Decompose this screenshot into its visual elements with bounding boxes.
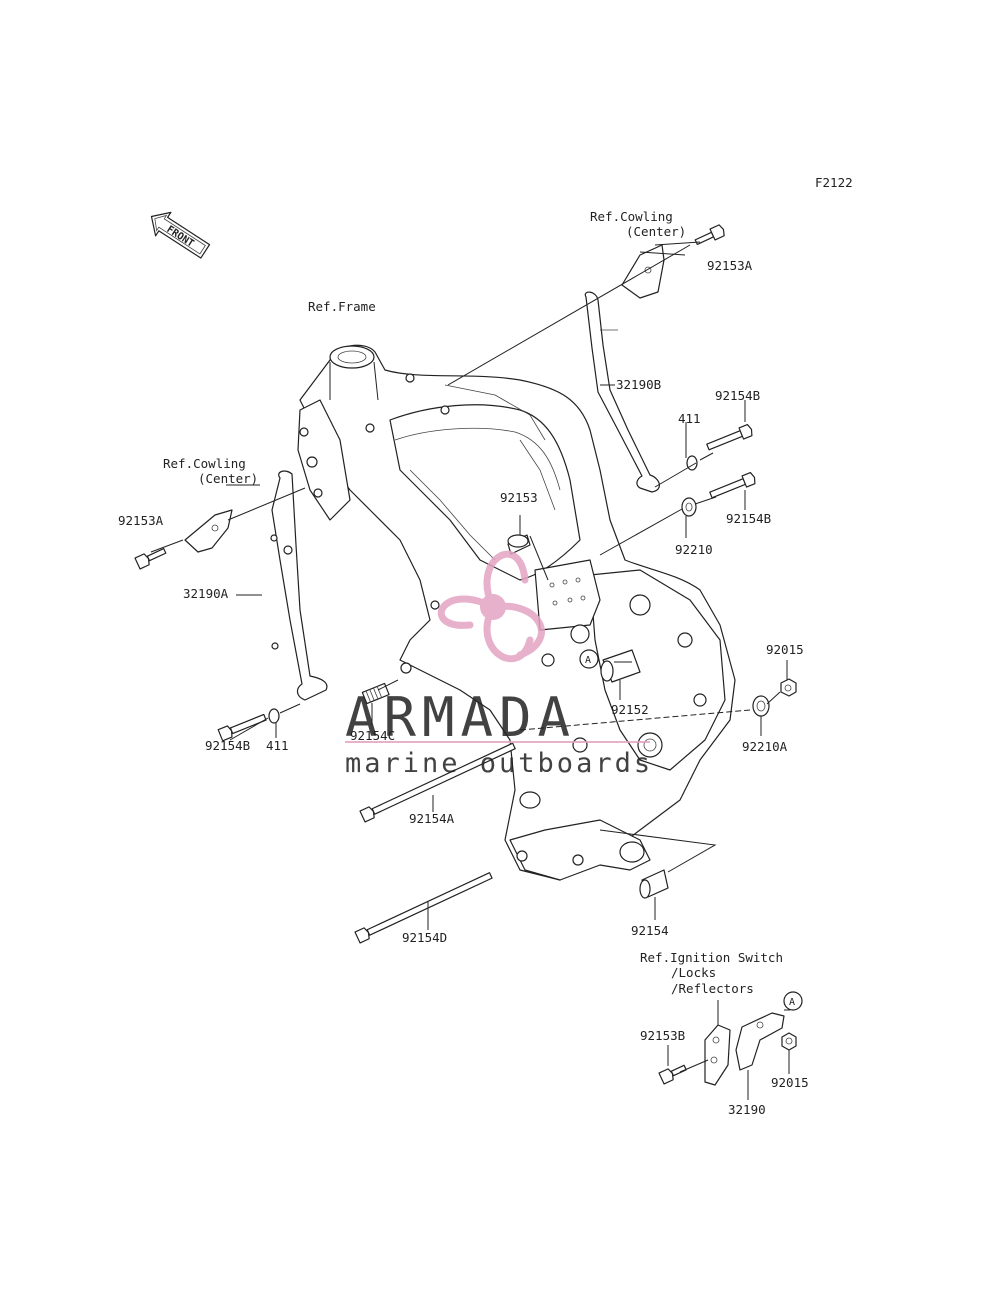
part-label-92154B-right-top: 92154B — [715, 388, 760, 403]
ref-ignition-locks-label: /Locks — [671, 965, 716, 980]
part-label-92154D: 92154D — [402, 930, 447, 945]
ref-frame-label: Ref.Frame — [308, 299, 376, 314]
part-label-32190: 32190 — [728, 1102, 766, 1117]
nut-92015-bottom — [781, 1032, 797, 1051]
ref-cowling-right-label: Ref.Cowling — [590, 209, 673, 224]
collar-92153 — [507, 534, 531, 555]
reference-labels: Ref.Frame Ref.Cowling (Center) Ref.Cowli… — [163, 209, 783, 996]
part-label-92152: 92152 — [611, 702, 649, 717]
washer-411-left — [268, 708, 280, 724]
callout-a-marker-ignition: A — [783, 991, 803, 1011]
part-label-92154C: 92154C — [350, 728, 395, 743]
part-label-92210: 92210 — [675, 542, 713, 557]
part-label-92015-bottom: 92015 — [771, 1075, 809, 1090]
collar-92152 — [600, 649, 641, 683]
watermark: ARMADA marine outboards — [345, 550, 653, 779]
part-label-92154B-left: 92154B — [205, 738, 250, 753]
part-label-92015-top: 92015 — [766, 642, 804, 657]
callout-a-marker-frame: A — [579, 649, 599, 669]
collar-92154 — [639, 869, 669, 899]
bolt-92153A-left — [134, 547, 167, 570]
watermark-logo — [437, 550, 545, 663]
nut-92015-top — [780, 678, 797, 697]
part-label-32190B: 32190B — [616, 377, 661, 392]
bolt-92154C — [361, 682, 390, 705]
ignition-plate — [704, 1024, 731, 1086]
bolt-92154D — [354, 872, 493, 944]
bolt-92154B-left — [217, 713, 267, 742]
leader-lines — [150, 241, 790, 1100]
ref-cowling-left-sub-label: (Center) — [198, 471, 258, 486]
nut-92210 — [681, 497, 697, 517]
part-label-92154A: 92154A — [409, 811, 455, 826]
main-frame — [297, 344, 736, 881]
ref-ignition-reflectors-label: /Reflectors — [671, 981, 754, 996]
watermark-brand: ARMADA — [345, 686, 576, 749]
part-label-32190A: 32190A — [183, 586, 229, 601]
part-label-92210A: 92210A — [742, 739, 788, 754]
part-label-92154: 92154 — [631, 923, 669, 938]
nut-92210A — [752, 695, 770, 717]
part-label-92154B-right-bottom: 92154B — [726, 511, 771, 526]
bolt-92154A — [359, 742, 516, 823]
ref-cowling-left-label: Ref.Cowling — [163, 456, 246, 471]
bolt-92153A-right — [694, 224, 725, 246]
bracket-32190B — [584, 291, 660, 493]
part-number-labels: 92153A 32190B 411 92154B 92154B 92210 92… — [118, 258, 809, 1117]
diagram-code: F2122 — [815, 175, 853, 190]
bracket-32190A — [270, 470, 328, 701]
ref-ignition-label: Ref.Ignition Switch — [640, 950, 783, 965]
bolt-92154B-right-top — [706, 423, 753, 451]
bracket-32190 — [735, 1012, 785, 1071]
part-label-411-right: 411 — [678, 411, 701, 426]
callout-a-label-2: A — [789, 997, 795, 1008]
bolt-92153B — [658, 1064, 687, 1085]
ref-cowling-right-sub-label: (Center) — [626, 224, 686, 239]
callout-a-label: A — [585, 655, 591, 666]
part-label-411-left: 411 — [266, 738, 289, 753]
cowling-bracket-left — [184, 509, 233, 553]
part-label-92153A-left: 92153A — [118, 513, 164, 528]
watermark-tagline: marine outboards — [345, 748, 653, 779]
part-label-92153: 92153 — [500, 490, 538, 505]
bolt-92154B-right-bottom — [709, 471, 756, 499]
part-label-92153B: 92153B — [640, 1028, 685, 1043]
part-label-92153A-right: 92153A — [707, 258, 753, 273]
front-direction-arrow: FRONT — [150, 211, 211, 259]
